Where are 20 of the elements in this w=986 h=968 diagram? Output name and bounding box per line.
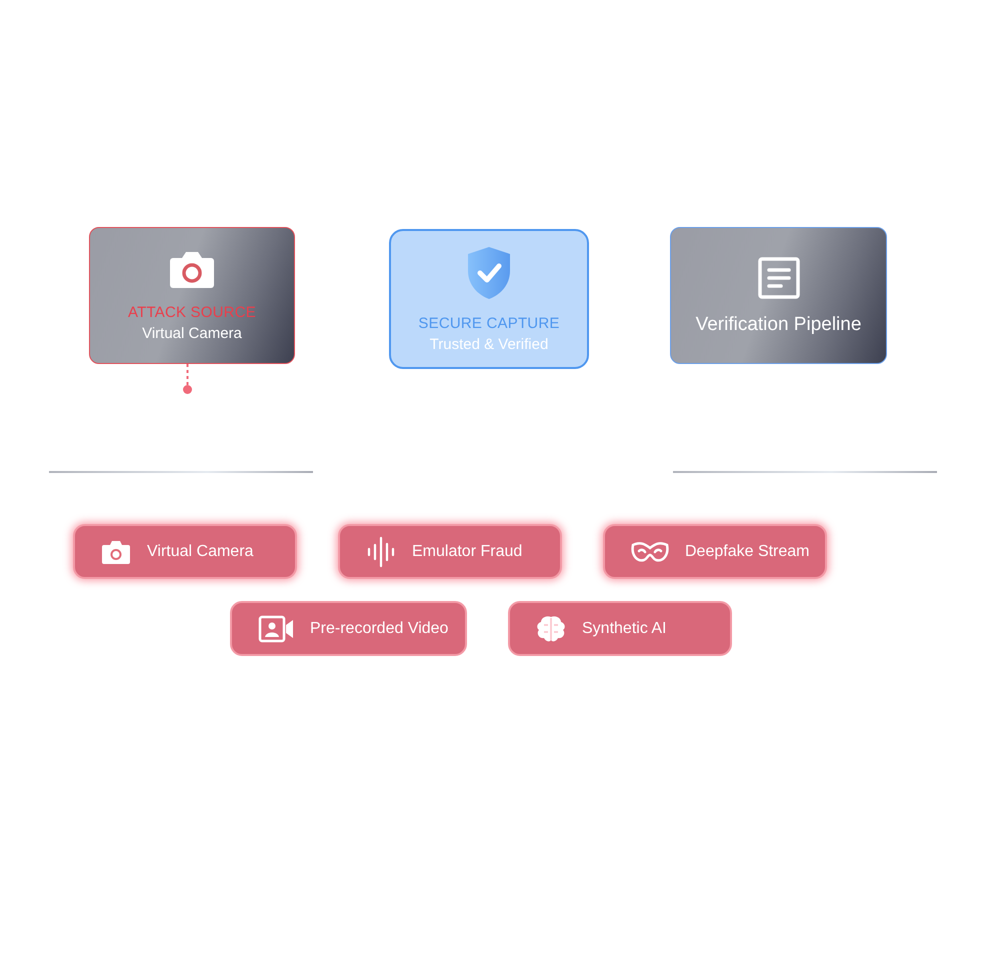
threat-label: Emulator Fraud xyxy=(412,542,522,560)
threat-pill xyxy=(508,601,732,656)
source-card xyxy=(89,227,295,364)
threat-label: Synthetic AI xyxy=(582,620,666,638)
threat-label: Virtual Camera xyxy=(147,542,254,560)
capture-card xyxy=(389,229,589,369)
connector-line xyxy=(186,364,188,385)
threat-pill xyxy=(603,524,827,579)
threat-pill xyxy=(338,524,562,579)
endpoint-dot xyxy=(183,385,192,394)
threat-pill xyxy=(73,524,297,579)
card-subtitle: Trusted & Verified xyxy=(430,336,548,353)
card-subtitle: Virtual Camera xyxy=(142,324,242,342)
pipeline-card xyxy=(670,227,887,364)
card-title: Verification Pipeline xyxy=(696,314,862,336)
threat-label: Deepfake Stream xyxy=(685,542,810,560)
threat-pill xyxy=(230,601,467,656)
card-title: ATTACK SOURCE xyxy=(128,304,256,320)
card-title: SECURE CAPTURE xyxy=(418,315,560,332)
threat-label: Pre-recorded Video xyxy=(310,620,448,638)
